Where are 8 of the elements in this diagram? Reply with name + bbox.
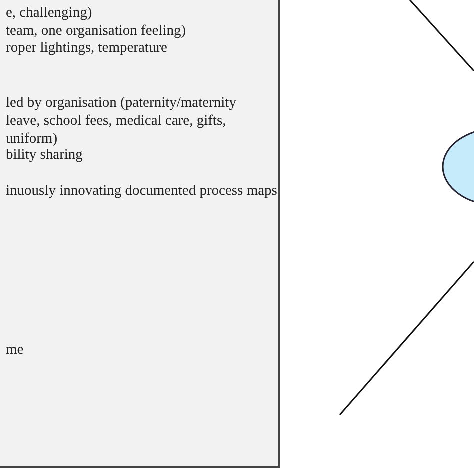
- text-line: bility sharing: [6, 146, 83, 164]
- text-line: e, challenging): [6, 4, 92, 22]
- text-panel: [0, 0, 280, 468]
- text-line: roper lightings, temperature: [6, 39, 168, 57]
- text-paragraph: led by organisation (paternity/maternity leave, school fees, medical care, gifts, uniform): [6, 94, 238, 148]
- text-line: me: [6, 341, 24, 359]
- text-line: team, one organisation feeling): [6, 22, 186, 40]
- text-line: inuously innovating documented process maps: [6, 182, 278, 200]
